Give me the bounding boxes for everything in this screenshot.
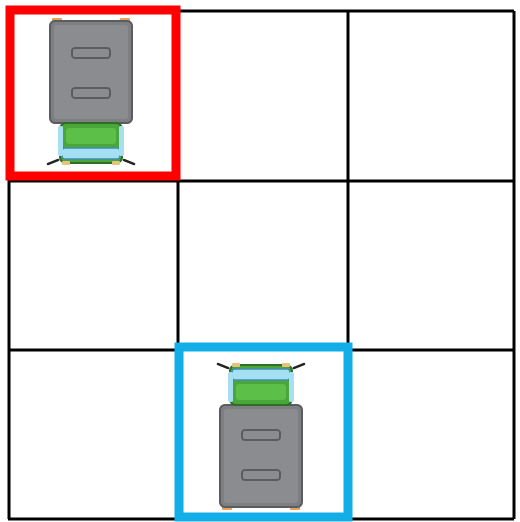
cell-2-0[interactable] [11,352,177,518]
cell-2-2[interactable] [350,352,513,518]
cell-1-1[interactable] [180,183,347,349]
cell-0-1[interactable] [180,13,347,180]
truck-top-view-icon [48,18,134,165]
cell-1-0[interactable] [11,183,177,349]
cell-1-2[interactable] [350,183,513,349]
cell-0-2[interactable] [350,13,513,180]
truck-top-view-icon [218,363,304,510]
